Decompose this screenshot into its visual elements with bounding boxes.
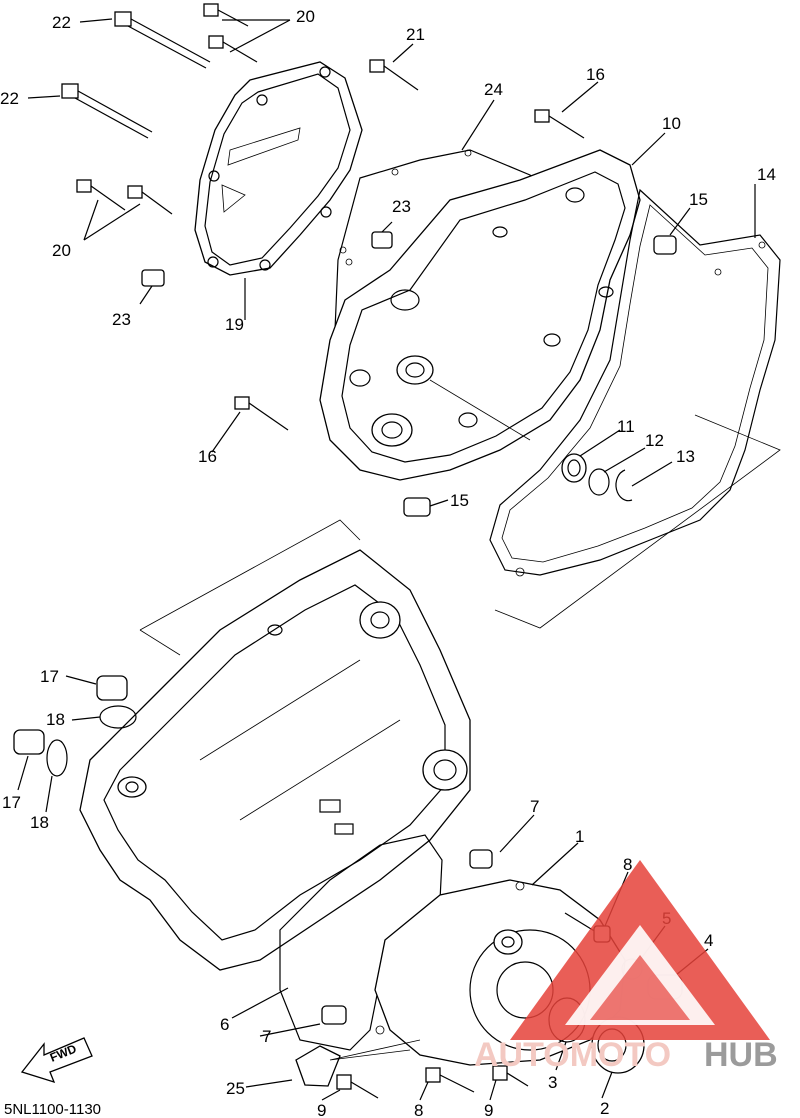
- callout-18b: 18: [30, 813, 49, 832]
- bolt-16-upper: [534, 109, 585, 139]
- callout-6: 6: [220, 1015, 229, 1034]
- callout-18a: 18: [46, 710, 65, 729]
- callout-1: 1: [575, 827, 584, 846]
- callout-16a: 16: [586, 65, 605, 84]
- callout-9a: 9: [317, 1101, 326, 1118]
- dowel-7-upper: [469, 849, 493, 869]
- rectangle-outline-upper: [494, 414, 781, 629]
- bolt-22-lower: [61, 83, 153, 139]
- callout-labels: 22 20 21 22 24 16 10 14 15 23 20 23 19 1…: [0, 7, 776, 1118]
- bushing-17-top: [96, 675, 128, 701]
- callout-23b: 23: [112, 310, 131, 329]
- callout-4: 4: [704, 931, 713, 950]
- leader-lines: [17, 18, 756, 1101]
- callout-7b: 7: [262, 1027, 271, 1046]
- callout-16b: 16: [198, 447, 217, 466]
- callout-2: 2: [600, 1099, 609, 1118]
- callout-17b: 17: [2, 793, 21, 812]
- crankcase: [79, 519, 471, 971]
- oring-18-top: [99, 705, 137, 729]
- callout-22b: 22: [0, 89, 19, 108]
- rectangle-outline-lower: [139, 629, 181, 656]
- gasket-14: [489, 188, 781, 577]
- callout-7a: 7: [530, 797, 539, 816]
- bolts-9-8-lower: [336, 1065, 529, 1099]
- callout-3: 3: [548, 1073, 557, 1092]
- bolts-20-left: [76, 179, 173, 215]
- callout-24: 24: [484, 80, 503, 99]
- watermark-word-automoto: AUTOMOTO: [474, 1036, 671, 1074]
- callout-21: 21: [406, 25, 425, 44]
- callout-17a: 17: [40, 667, 59, 686]
- watermark-logo: AUTOMOTO HUB: [474, 860, 778, 1074]
- callout-8a: 8: [623, 855, 632, 874]
- callout-20a: 20: [296, 7, 315, 26]
- callout-15a: 15: [689, 190, 708, 209]
- bushing-17-left: [13, 729, 45, 755]
- callout-25: 25: [226, 1079, 245, 1098]
- rectangle-outline-cover: [329, 1039, 421, 1061]
- outer-cover-19: [194, 61, 363, 276]
- bolts-20-top: [203, 3, 258, 63]
- callout-22a: 22: [52, 13, 71, 32]
- oring-18-left: [46, 739, 68, 777]
- bolt-16-lower: [234, 396, 289, 431]
- callout-15b: 15: [450, 491, 469, 510]
- callout-19: 19: [225, 315, 244, 334]
- fwd-arrow-icon: FWD: [20, 1037, 93, 1084]
- bolt-21: [369, 59, 419, 91]
- callout-23a: 23: [392, 197, 411, 216]
- callout-12: 12: [645, 431, 664, 450]
- seal-11-washer-12-clip-13: [561, 453, 633, 502]
- callout-8b: 8: [414, 1101, 423, 1118]
- callout-13: 13: [676, 447, 695, 466]
- diagram-code: 5NL1100-1130: [4, 1101, 101, 1118]
- callout-9b: 9: [484, 1101, 493, 1118]
- callout-14: 14: [757, 165, 776, 184]
- clamp-25: [295, 1045, 341, 1087]
- callout-20b: 20: [52, 241, 71, 260]
- callout-11: 11: [617, 417, 635, 436]
- dowel-7-lower: [321, 1005, 347, 1025]
- crankcase-cover-10: [319, 149, 641, 481]
- callout-10: 10: [662, 114, 681, 133]
- dowel-pins-15-23: [141, 231, 677, 517]
- watermark-word-hub: HUB: [704, 1036, 778, 1074]
- bolt-22-upper: [114, 11, 211, 69]
